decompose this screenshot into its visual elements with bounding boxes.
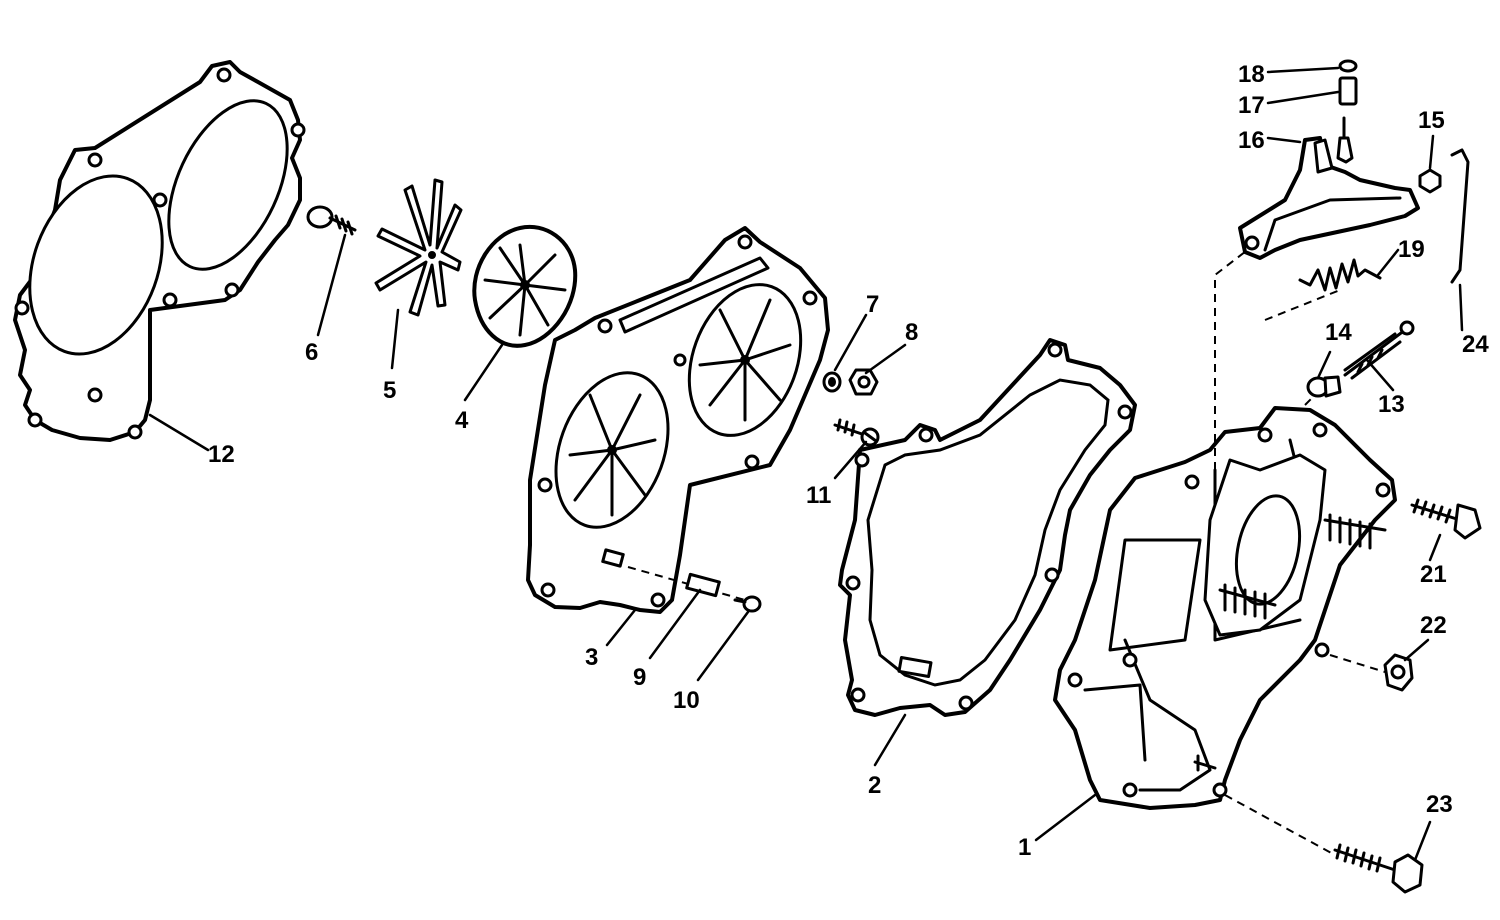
alignment-line-19 bbox=[1214, 247, 1251, 470]
leader-lines bbox=[148, 66, 1464, 862]
part-1-pump-body bbox=[1053, 406, 1397, 810]
callout-14: 14 bbox=[1325, 319, 1352, 346]
part-21-screw bbox=[1410, 498, 1482, 540]
callout-13: 13 bbox=[1378, 391, 1405, 418]
callout-3: 3 bbox=[585, 644, 598, 671]
part-15-small-nut bbox=[1418, 168, 1442, 194]
part-11-screw bbox=[833, 418, 880, 447]
part-8-nut bbox=[848, 368, 879, 396]
part-16-lever-bracket bbox=[1238, 116, 1420, 260]
part-7-lock-washer bbox=[822, 371, 842, 393]
callout-22: 22 bbox=[1420, 612, 1447, 639]
callout-24: 24 bbox=[1462, 331, 1489, 358]
callout-19: 19 bbox=[1398, 236, 1425, 263]
part-22-nut bbox=[1383, 653, 1414, 692]
callout-12: 12 bbox=[208, 441, 235, 468]
part-12-gasket bbox=[13, 60, 306, 442]
part-6-screw bbox=[306, 205, 357, 236]
callout-1: 1 bbox=[1018, 834, 1031, 861]
callout-21: 21 bbox=[1420, 561, 1447, 588]
callout-7: 7 bbox=[866, 291, 879, 318]
part-23-bolt bbox=[1333, 843, 1424, 894]
callout-23: 23 bbox=[1426, 791, 1453, 818]
callout-2: 2 bbox=[868, 772, 881, 799]
callout-6: 6 bbox=[305, 339, 318, 366]
part-2-gasket bbox=[838, 338, 1137, 717]
alignment-line-23 bbox=[1224, 794, 1336, 856]
callout-8-main: 8 bbox=[905, 319, 918, 346]
part-14-bushing bbox=[1306, 375, 1342, 398]
part-17-sleeve bbox=[1338, 76, 1358, 106]
part-4-valve-disc bbox=[472, 224, 578, 348]
part-9-sleeve bbox=[685, 572, 721, 598]
callout-16: 16 bbox=[1238, 127, 1265, 154]
part-24-link-rod bbox=[1450, 148, 1470, 284]
alignment-line-22 bbox=[1329, 654, 1386, 673]
callout-4: 4 bbox=[455, 407, 469, 434]
callout-11: 11 bbox=[806, 482, 831, 509]
callout-5: 5 bbox=[383, 377, 396, 404]
callout-10: 10 bbox=[673, 687, 700, 714]
callout-17: 17 bbox=[1238, 92, 1265, 119]
part-10-small-screw bbox=[733, 595, 762, 613]
part-5-star-spring bbox=[374, 178, 463, 317]
part-19-spring bbox=[1298, 258, 1382, 292]
callout-18: 18 bbox=[1238, 61, 1265, 88]
part-3-valve-plate bbox=[526, 226, 830, 614]
callout-numbers: 12 6 5 4 3 9 10 7 7 6 21 11 2 1 14 13 15… bbox=[208, 61, 1489, 861]
part-13-pin bbox=[1343, 320, 1415, 380]
part-18-washer bbox=[1338, 59, 1358, 73]
alignment-line-19b bbox=[1264, 289, 1341, 321]
callout-9: 9 bbox=[633, 664, 646, 691]
callout-15: 15 bbox=[1418, 107, 1445, 134]
